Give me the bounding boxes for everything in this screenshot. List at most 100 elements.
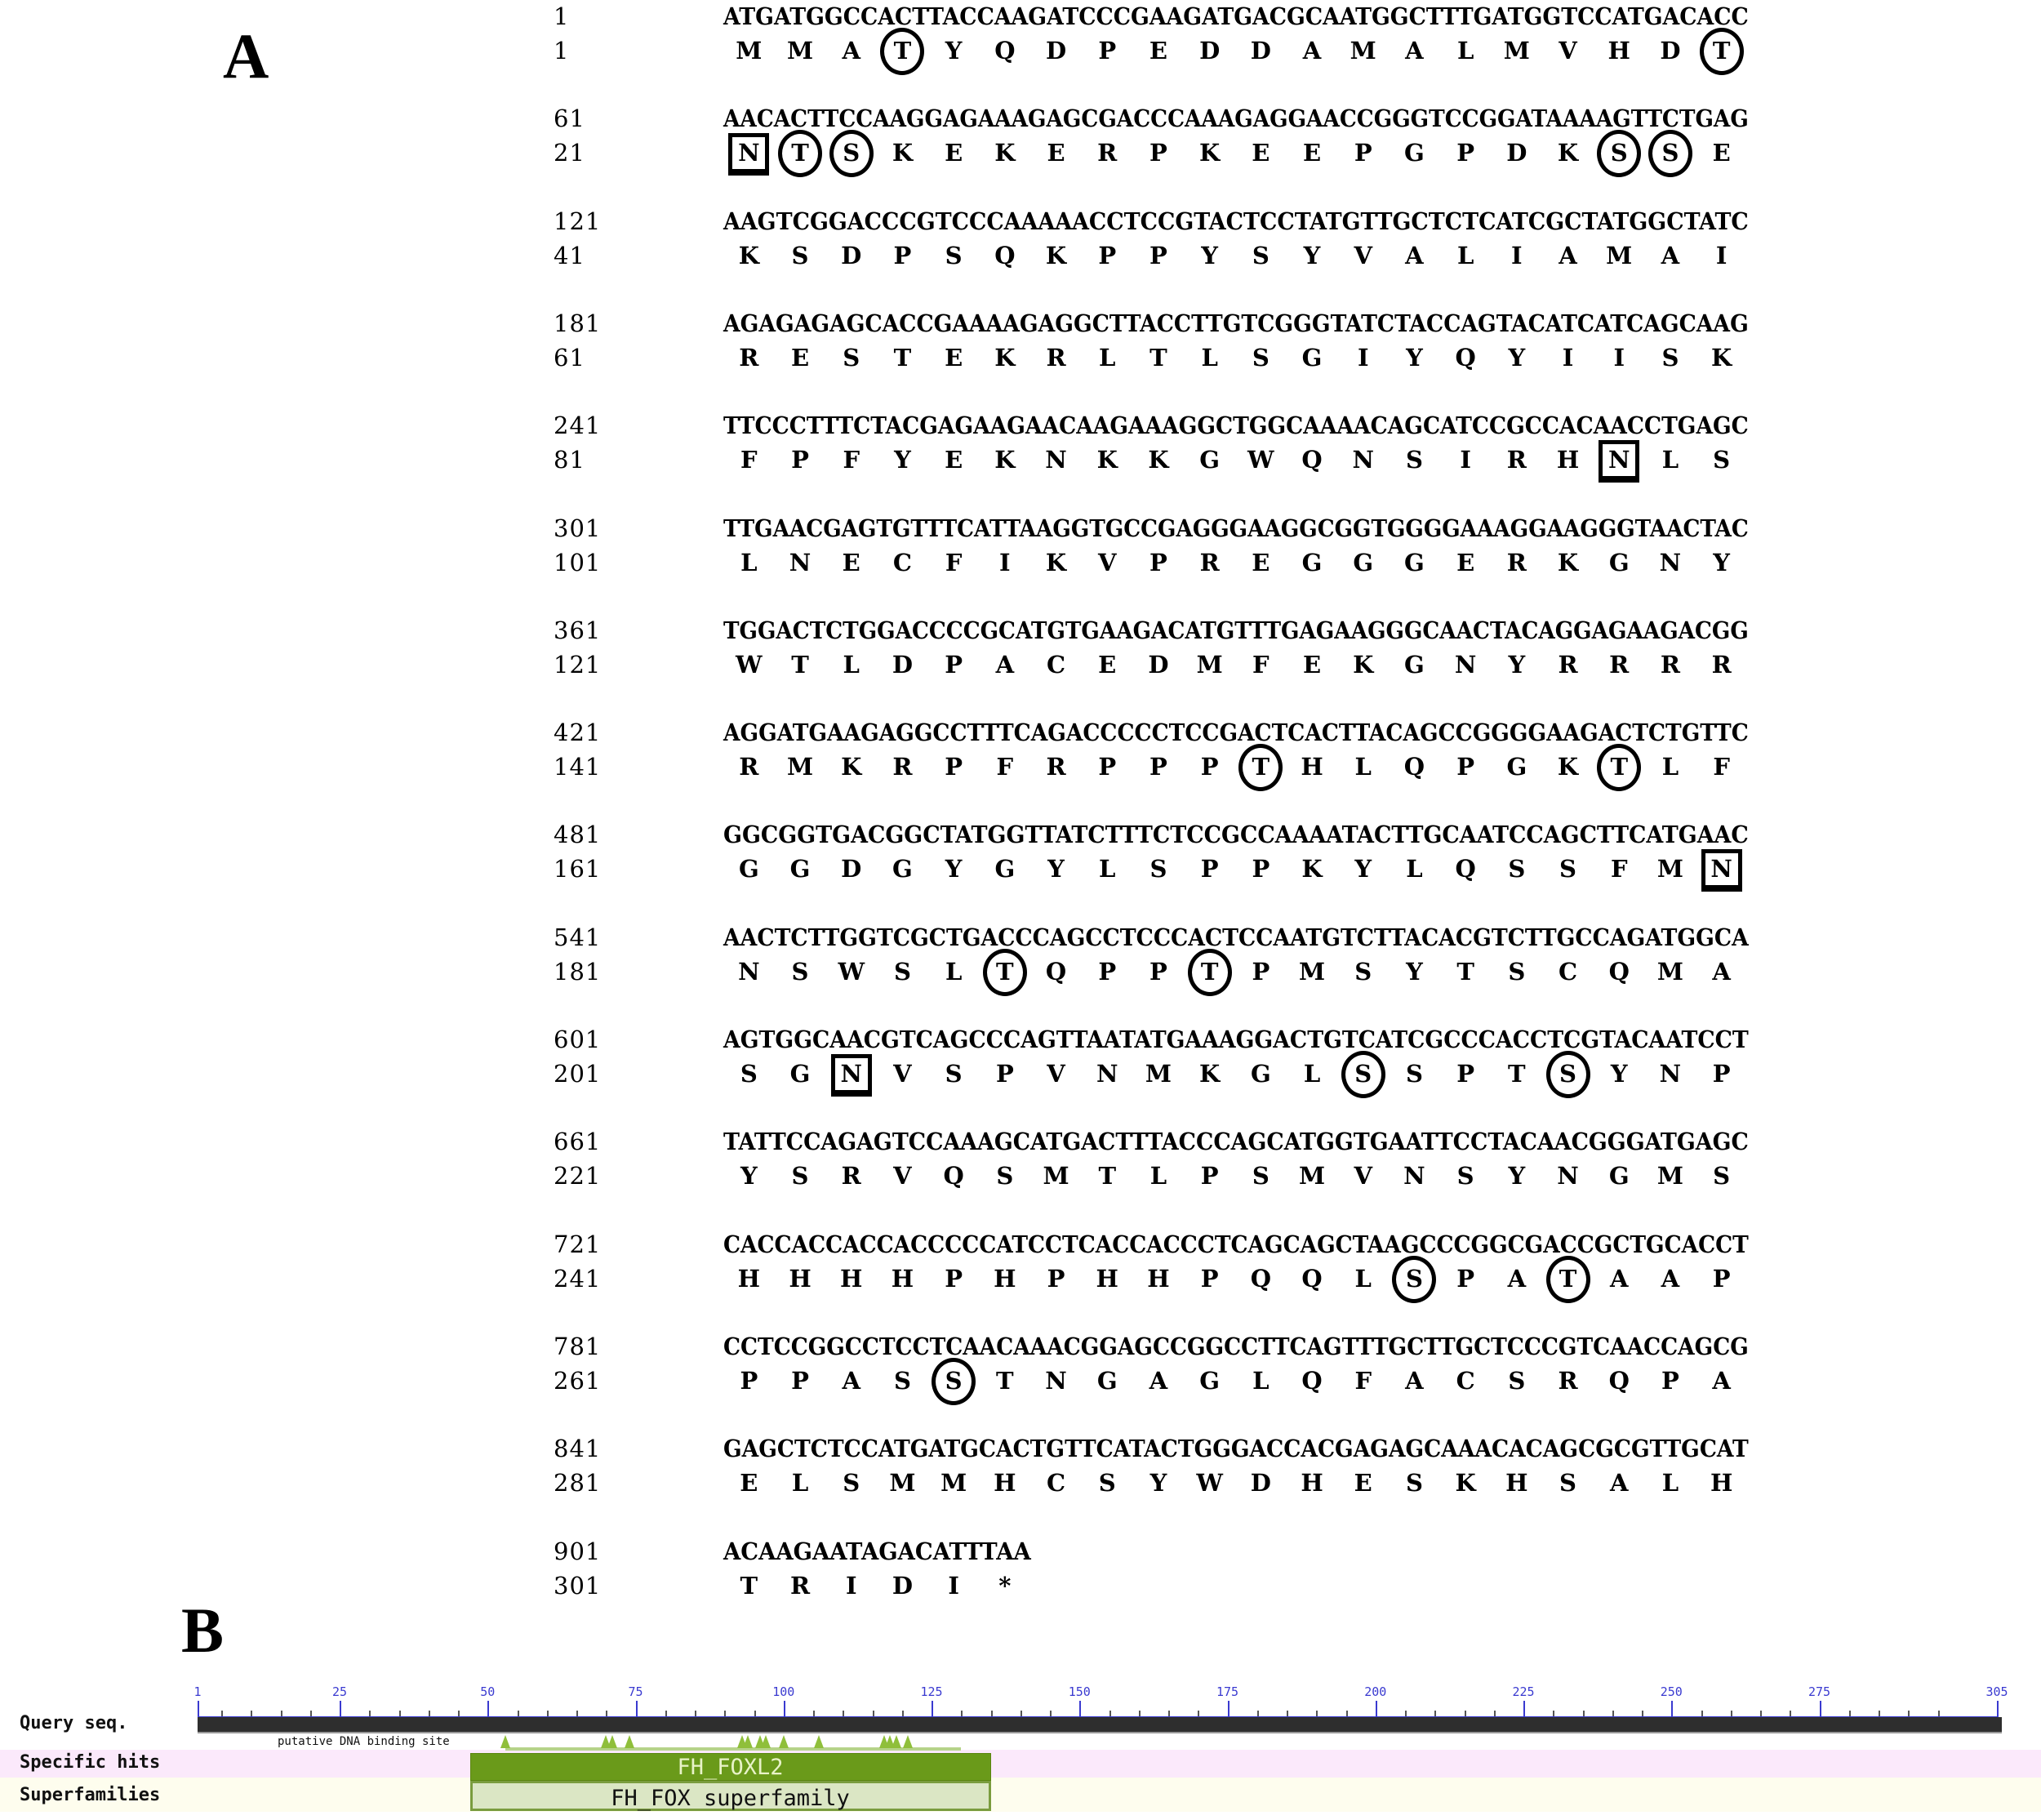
amino-acid-residue: F bbox=[1713, 753, 1730, 781]
amino-acid-residue: E bbox=[1252, 548, 1270, 576]
amino-acid-residue: F bbox=[740, 446, 758, 474]
binding-site-triangle-icon[interactable] bbox=[891, 1735, 901, 1748]
binding-site-span-line bbox=[505, 1747, 962, 1751]
amino-acid-residue: H bbox=[1556, 446, 1580, 474]
dna-sequence: TTCCCTTTCTACGAGAAGAACAAGAAAGGCTGGCAAAACA… bbox=[723, 414, 1749, 438]
amino-acid-residue: N bbox=[789, 548, 812, 576]
amino-acid-residue: E bbox=[740, 1469, 758, 1497]
binding-site-triangle-icon[interactable] bbox=[625, 1735, 635, 1748]
amino-acid-position: 261 bbox=[554, 1366, 602, 1395]
ruler-minor-tick bbox=[754, 1711, 756, 1717]
binding-site-triangle-icon[interactable] bbox=[814, 1735, 825, 1748]
dna-sequence-text: AACTCTTGGTCGCTGACCCAGCCTCCCACTCCAATGTCTT… bbox=[723, 923, 1749, 951]
amino-acid-position: 1 bbox=[554, 37, 570, 65]
amino-acid-position: 21 bbox=[554, 139, 585, 167]
ruler-minor-tick bbox=[1198, 1711, 1200, 1717]
ruler-minor-tick bbox=[1256, 1711, 1259, 1717]
ruler-major-tick bbox=[1227, 1701, 1229, 1717]
amino-acid-residue: F bbox=[1354, 1366, 1372, 1395]
binding-site-triangle-icon[interactable] bbox=[778, 1735, 789, 1748]
binding-site-triangle-icon[interactable] bbox=[761, 1735, 771, 1748]
binding-site-triangle-icon[interactable] bbox=[903, 1735, 913, 1748]
amino-acid-residue: T bbox=[791, 650, 809, 679]
amino-acid-residue: S bbox=[791, 241, 809, 269]
amino-acid-residue: L bbox=[1201, 343, 1218, 372]
amino-acid-residue: Y bbox=[1406, 343, 1423, 372]
binding-site-triangle-icon[interactable] bbox=[743, 1735, 754, 1748]
amino-acid-residue: Q bbox=[1250, 1264, 1271, 1293]
amino-acid-residue: H bbox=[789, 1264, 812, 1293]
ruler-minor-tick bbox=[517, 1711, 519, 1717]
amino-acid-residue: C bbox=[1046, 1469, 1066, 1497]
amino-acid-residue: L bbox=[740, 548, 758, 576]
nucleotide-position: 541 bbox=[554, 923, 602, 951]
amino-acid-residue: A bbox=[1149, 1366, 1168, 1395]
amino-acid-residue: P bbox=[1456, 753, 1475, 781]
amino-acid-residue: M bbox=[1145, 1060, 1172, 1088]
amino-acid-residue: T bbox=[1610, 753, 1629, 781]
amino-acid-residue: I bbox=[948, 1571, 959, 1600]
amino-acid-position: 201 bbox=[554, 1060, 602, 1088]
amino-acid-residue: S bbox=[843, 343, 860, 372]
ruler-major-tick bbox=[340, 1701, 341, 1717]
amino-acid-residue: R bbox=[1097, 139, 1118, 167]
amino-acid-residue: L bbox=[1149, 1162, 1167, 1190]
dna-sequence-text: CACCACCACCACCCCCATCCTCACCACCCTCAGCAGCTAA… bbox=[723, 1230, 1749, 1258]
binding-site-triangle-icon[interactable] bbox=[607, 1735, 617, 1748]
amino-acid-residue: M bbox=[1043, 1162, 1069, 1190]
amino-acid-residue: G bbox=[789, 1060, 811, 1088]
amino-acid-residue: A bbox=[842, 37, 860, 65]
amino-acid-residue: R bbox=[892, 753, 913, 781]
ruler-label: 305 bbox=[1985, 1684, 2008, 1699]
amino-acid-residue: E bbox=[842, 548, 860, 576]
amino-acid-position: 161 bbox=[554, 855, 602, 883]
amino-acid-residue: M bbox=[786, 37, 814, 65]
amino-acid-position: 181 bbox=[554, 957, 602, 986]
amino-acid-residue: M bbox=[736, 37, 763, 65]
nucleotide-position: 61 bbox=[554, 105, 585, 133]
amino-acid-residue: E bbox=[945, 446, 963, 474]
amino-acid-residue: R bbox=[789, 1571, 811, 1600]
amino-acid-residue: S bbox=[1149, 855, 1167, 883]
ruler-major-tick bbox=[1997, 1701, 1999, 1717]
amino-acid-residue: S bbox=[1354, 1060, 1372, 1088]
nucleotide-position: 481 bbox=[554, 821, 602, 849]
dna-sequence-text: ATGATGGCCACTTACCAAGATCCCGAAGATGACGCAATGG… bbox=[723, 2, 1749, 30]
ruler-label: 175 bbox=[1216, 1684, 1239, 1699]
ruler-minor-tick bbox=[428, 1711, 430, 1717]
superfamily-hit-fh-fox[interactable]: FH_FOX superfamily bbox=[469, 1781, 991, 1811]
amino-acid-residue: Y bbox=[1149, 1469, 1167, 1497]
dna-sequence: AGTGGCAACGTCAGCCCAGTTAATATGAAAGGACTGTCAT… bbox=[723, 1028, 1749, 1052]
superfamilies-label: Superfamilies bbox=[20, 1785, 161, 1805]
ruler-minor-tick bbox=[961, 1711, 963, 1717]
amino-acid-residue: R bbox=[1046, 753, 1066, 781]
amino-acid-residue: S bbox=[1098, 1469, 1116, 1497]
amino-acid-residue: P bbox=[1098, 37, 1117, 65]
amino-acid-residue: S bbox=[1559, 855, 1576, 883]
amino-acid-residue: H bbox=[994, 1469, 1016, 1497]
amino-acid-residue: K bbox=[994, 139, 1016, 167]
binding-site-triangle-icon[interactable] bbox=[500, 1735, 510, 1748]
specific-hit-fh-foxl2[interactable]: FH_FOXL2 bbox=[469, 1753, 991, 1781]
dna-sequence-text: TTGAACGAGTGTTTCATTAAGGTGCCGAGGGAAGGCGGTG… bbox=[723, 514, 1749, 542]
query-sequence-bar[interactable] bbox=[198, 1717, 2002, 1733]
amino-acid-residue: E bbox=[1252, 139, 1270, 167]
amino-acid-residue: Q bbox=[943, 1162, 964, 1190]
amino-acid-residue: Q bbox=[1455, 855, 1476, 883]
amino-acid-residue: Y bbox=[1610, 1060, 1628, 1088]
amino-acid-residue: Q bbox=[1608, 1366, 1630, 1395]
amino-acid-residue: A bbox=[995, 650, 1015, 679]
amino-acid-residue: A bbox=[1712, 1366, 1731, 1395]
amino-acid-residue: M bbox=[1350, 37, 1376, 65]
amino-acid-residue: W bbox=[838, 957, 865, 986]
amino-acid-residue: V bbox=[1559, 37, 1577, 65]
amino-acid-residue: Q bbox=[1301, 1264, 1323, 1293]
ruler-major-tick bbox=[1671, 1701, 1674, 1717]
amino-acid-residue: R bbox=[1046, 343, 1066, 372]
amino-acid-residue: G bbox=[1608, 548, 1630, 576]
